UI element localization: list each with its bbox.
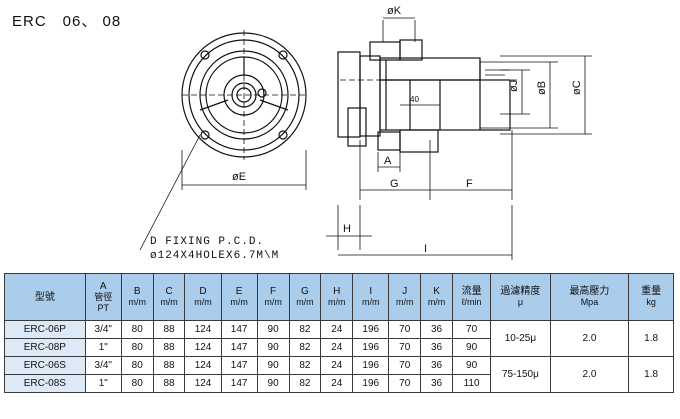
table-cell: 36: [420, 338, 453, 357]
fixing-note-line1: D FIXING P.C.D.: [150, 236, 265, 248]
table-row: ERC-08P 1" 80 88 124 147 90 82 24 196 70…: [4, 338, 674, 357]
table-cell: 147: [220, 374, 258, 393]
table-cell: 24: [320, 356, 354, 375]
fixing-note-line2: ø124X4HOLEX6.7M\M: [150, 250, 280, 262]
table-cell: 90: [451, 356, 492, 375]
table-cell: 70: [388, 320, 422, 339]
table-cell: 36: [420, 356, 453, 375]
table-cell: 124: [184, 320, 222, 339]
table-cell: 80: [120, 374, 154, 393]
table-cell: 1": [84, 374, 122, 393]
table-cell: 90: [256, 320, 290, 339]
precision-cell: 75-150μ: [490, 356, 551, 393]
table-cell: 196: [352, 320, 390, 339]
dim-f-label: F: [466, 178, 473, 190]
table-cell: 3/4": [84, 356, 122, 375]
table-row: ERC-06S 3/4" 80 88 124 147 90 82 24 196 …: [4, 356, 674, 393]
table-cell: 82: [288, 320, 322, 339]
table-cell: 70: [388, 338, 422, 357]
model-cell: ERC-06P: [4, 320, 86, 339]
table-cell: 24: [320, 320, 354, 339]
table-cell: 110: [451, 374, 492, 393]
dim-g-label: G: [390, 178, 399, 190]
table-cell: 82: [288, 356, 322, 375]
technical-drawing: øK øJ øB øC øE A G F H I 40: [139, 5, 592, 260]
precision-cell: 10-25μ: [490, 320, 551, 357]
weight-cell: 1.8: [628, 356, 674, 393]
table-cell: 124: [184, 374, 222, 393]
col-header: 型號: [4, 273, 86, 321]
table-cell: 124: [184, 338, 222, 357]
table-cell: 1": [84, 338, 122, 357]
table-cell: 80: [120, 338, 154, 357]
table-cell: 24: [320, 374, 354, 393]
table-cell: 3/4": [84, 320, 122, 339]
model-cell: ERC-06S: [4, 356, 86, 375]
table-row: ERC-08S 1" 80 88 124 147 90 82 24 196 70…: [4, 374, 674, 393]
table-cell: 24: [320, 338, 354, 357]
table-cell: 70: [388, 374, 422, 393]
table-cell: 70: [451, 320, 492, 339]
table-cell: 88: [152, 320, 186, 339]
dim-c-label: øC: [571, 80, 583, 95]
table-cell: 36: [420, 374, 453, 393]
table-cell: 70: [388, 356, 422, 375]
dim-b-label: øB: [536, 81, 548, 95]
table-cell: 196: [352, 338, 390, 357]
table-cell: 124: [184, 356, 222, 375]
table-cell: 196: [352, 356, 390, 375]
table-cell: 90: [256, 374, 290, 393]
weight-cell: 1.8: [628, 320, 674, 357]
table-cell: 88: [152, 374, 186, 393]
table-cell: 196: [352, 374, 390, 393]
table-cell: 82: [288, 374, 322, 393]
table-cell: 90: [256, 338, 290, 357]
dim-e-label: øE: [232, 171, 246, 183]
dim-i-label: I: [424, 243, 427, 255]
table-cell: 36: [420, 320, 453, 339]
dim-k-label: øK: [387, 5, 402, 17]
table-cell: 147: [220, 356, 258, 375]
table-cell: 88: [152, 356, 186, 375]
pressure-cell: 2.0: [549, 356, 630, 393]
table-cell: 80: [120, 356, 154, 375]
model-cell: ERC-08S: [4, 374, 86, 393]
dim-a-label: A: [384, 155, 392, 167]
dim-40-label: 40: [410, 95, 419, 104]
table-cell: 90: [256, 356, 290, 375]
table-cell: 88: [152, 338, 186, 357]
model-cell: ERC-08P: [4, 338, 86, 357]
table-row: ERC-06P 3/4" 80 88 124 147 90 82 24 196 …: [4, 320, 674, 357]
dim-j-label: øJ: [508, 80, 520, 92]
pressure-cell: 2.0: [549, 320, 630, 357]
table-cell: 80: [120, 320, 154, 339]
table-cell: 90: [451, 338, 492, 357]
table-cell: 147: [220, 338, 258, 357]
table-cell: 82: [288, 338, 322, 357]
table-cell: 147: [220, 320, 258, 339]
page-title: ERC 06、 08: [12, 13, 122, 30]
dim-h-label: H: [343, 223, 351, 235]
